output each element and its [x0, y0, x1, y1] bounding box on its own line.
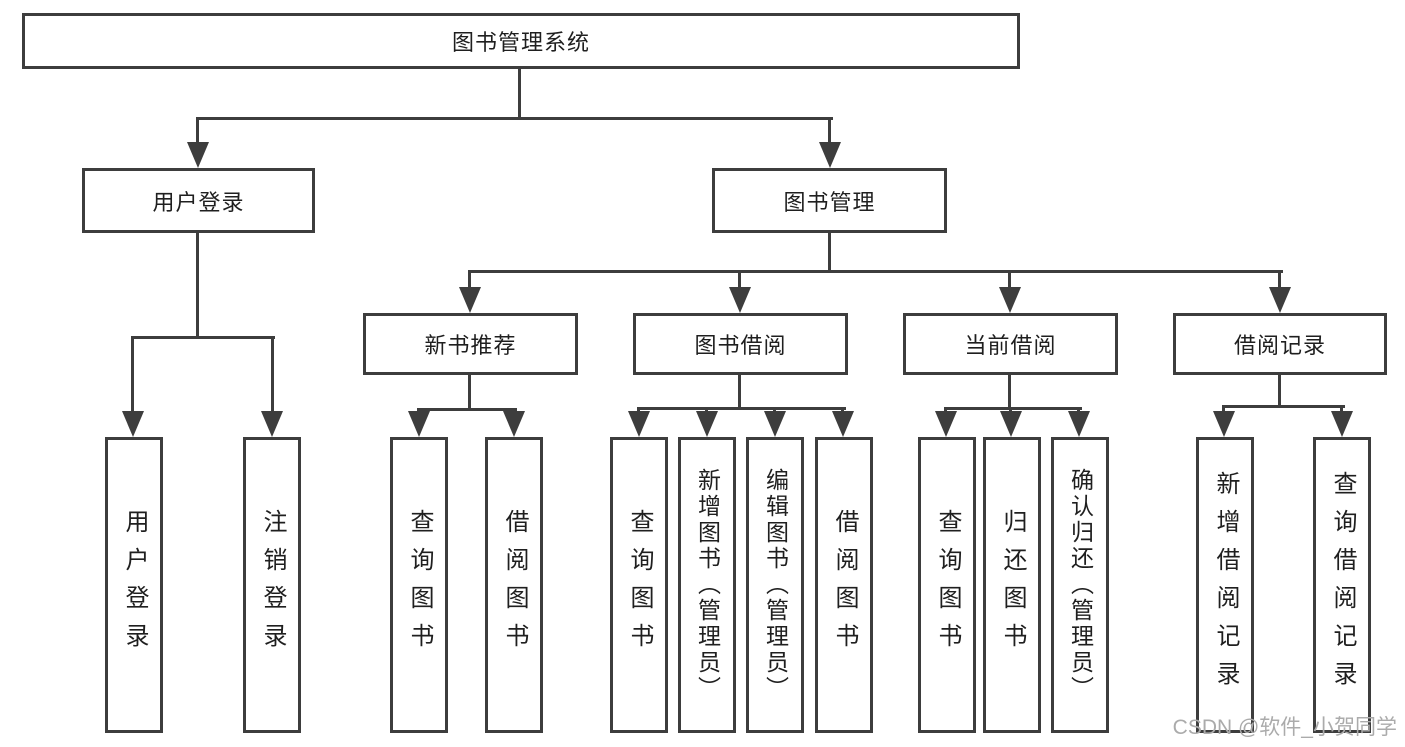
leaf-newbook-query-books-label: 查询图书	[406, 509, 433, 661]
leaf-newbook-query-books: 查询图书	[390, 437, 448, 733]
arrow-down-icon	[999, 287, 1021, 313]
leaf-borrow-query-books: 查询图书	[610, 437, 668, 733]
node-current-borrow-label: 当前借阅	[964, 333, 1057, 358]
leaf-borrow-edit-books-admin-label: 编辑图书（管理员）	[762, 468, 789, 702]
node-book-management: 图书管理	[712, 168, 947, 233]
arrow-down-icon	[261, 411, 283, 437]
node-new-book-recommend-label: 新书推荐	[424, 333, 517, 358]
connector-line	[637, 407, 846, 410]
leaf-current-query-books: 查询图书	[918, 437, 976, 733]
node-user-login-label: 用户登录	[152, 189, 245, 215]
arrow-down-icon	[1331, 411, 1353, 437]
arrow-down-icon	[819, 142, 841, 168]
watermark: CSDN @软件_小贺同学	[1172, 716, 1397, 739]
leaf-logout-label: 注销登录	[259, 509, 286, 661]
connector-line	[705, 407, 708, 413]
leaf-borrow-query-books-label: 查询图书	[626, 509, 653, 661]
connector-line	[738, 375, 741, 407]
leaf-current-return-books: 归还图书	[983, 437, 1041, 733]
leaf-newbook-borrow-books-label: 借阅图书	[501, 509, 528, 661]
leaf-borrow-borrow-books-label: 借阅图书	[831, 509, 858, 661]
leaf-records-query-record: 查询借阅记录	[1313, 437, 1371, 733]
connector-line	[196, 233, 199, 336]
arrow-down-icon	[1068, 411, 1090, 437]
node-current-borrow: 当前借阅	[903, 313, 1118, 375]
arrow-down-icon	[503, 411, 525, 437]
leaf-logout: 注销登录	[243, 437, 301, 733]
arrow-down-icon	[187, 142, 209, 168]
connector-line	[196, 117, 199, 144]
connector-line	[468, 270, 1283, 273]
connector-line	[271, 336, 274, 413]
connector-line	[131, 336, 134, 413]
leaf-records-query-record-label: 查询借阅记录	[1329, 471, 1356, 699]
node-root: 图书管理系统	[22, 13, 1020, 69]
arrow-down-icon	[408, 411, 430, 437]
node-book-borrowing-label: 图书借阅	[694, 333, 787, 358]
connector-line	[1222, 405, 1345, 408]
arrow-down-icon	[628, 411, 650, 437]
connector-line	[637, 407, 640, 413]
leaf-borrow-edit-books-admin: 编辑图书（管理员）	[746, 437, 804, 733]
leaf-current-confirm-return-admin-label: 确认归还（管理员）	[1067, 468, 1094, 702]
leaf-borrow-add-books-admin-label: 新增图书（管理员）	[694, 468, 721, 702]
arrow-down-icon	[832, 411, 854, 437]
connector-line	[1340, 405, 1343, 413]
node-book-borrowing: 图书借阅	[633, 313, 848, 375]
connector-line	[468, 375, 471, 408]
connector-line	[738, 270, 741, 289]
node-book-management-label: 图书管理	[783, 189, 876, 215]
connector-line	[944, 407, 947, 413]
arrow-down-icon	[459, 287, 481, 313]
connector-line	[1278, 375, 1281, 405]
connector-line	[132, 336, 275, 339]
arrow-down-icon	[1213, 411, 1235, 437]
connector-line	[828, 117, 831, 144]
arrow-down-icon	[729, 287, 751, 313]
leaf-records-add-record-label: 新增借阅记录	[1212, 471, 1239, 699]
leaf-newbook-borrow-books: 借阅图书	[485, 437, 543, 733]
node-borrow-records-label: 借阅记录	[1233, 333, 1326, 358]
connector-line	[417, 408, 517, 411]
connector-line	[1008, 270, 1011, 289]
connector-line	[944, 407, 1082, 410]
leaf-borrow-add-books-admin: 新增图书（管理员）	[678, 437, 736, 733]
arrow-down-icon	[1000, 411, 1022, 437]
arrow-down-icon	[696, 411, 718, 437]
connector-line	[468, 270, 471, 289]
node-borrow-records: 借阅记录	[1173, 313, 1387, 375]
connector-line	[1278, 270, 1281, 289]
connector-line	[518, 69, 521, 117]
connector-line	[1077, 407, 1080, 413]
arrow-down-icon	[122, 411, 144, 437]
leaf-current-return-books-label: 归还图书	[999, 509, 1026, 661]
arrow-down-icon	[764, 411, 786, 437]
arrow-down-icon	[1269, 287, 1291, 313]
leaf-user-login-label: 用户登录	[121, 509, 148, 661]
node-user-login: 用户登录	[82, 168, 315, 233]
arrow-down-icon	[935, 411, 957, 437]
connector-line	[841, 407, 844, 413]
connector-line	[773, 407, 776, 413]
leaf-borrow-borrow-books: 借阅图书	[815, 437, 873, 733]
leaf-user-login: 用户登录	[105, 437, 163, 733]
connector-line	[828, 233, 831, 270]
connector-line	[1008, 375, 1011, 407]
node-root-label: 图书管理系统	[451, 30, 590, 55]
connector-line	[1009, 407, 1012, 413]
leaf-current-query-books-label: 查询图书	[934, 509, 961, 661]
connector-line	[1222, 405, 1225, 413]
node-new-book-recommend: 新书推荐	[363, 313, 578, 375]
leaf-records-add-record: 新增借阅记录	[1196, 437, 1254, 733]
connector-line	[197, 117, 833, 120]
leaf-current-confirm-return-admin: 确认归还（管理员）	[1051, 437, 1109, 733]
